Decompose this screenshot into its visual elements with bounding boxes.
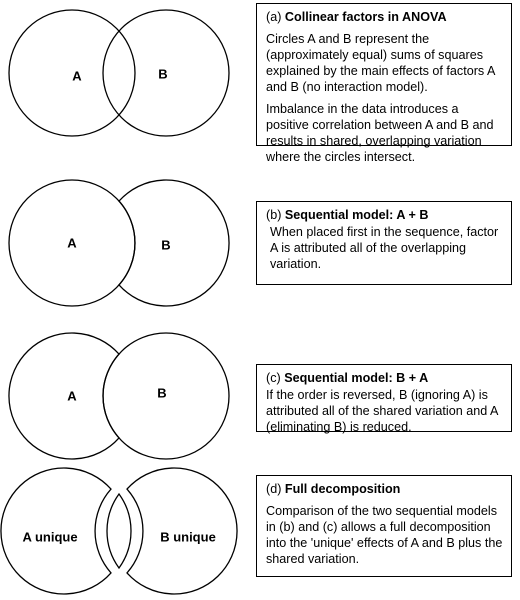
panel-a-label-a: A <box>72 68 82 83</box>
panel-a-circle-a <box>8 9 136 137</box>
panel-d-title: Full decomposition <box>284 482 401 496</box>
panel-c-heading: (c) Sequential model: B + A <box>266 370 503 386</box>
panel-b-label-a: A <box>67 235 77 250</box>
panel-a-paragraph-2: Imbalance in the data introduces a posit… <box>266 102 494 164</box>
panel-b-description: (b) Sequential model: A + B When placed … <box>256 201 512 285</box>
panel-d-b-unique-shape <box>126 467 238 595</box>
panel-a-paragraph-1: Circles A and B represent the (approxima… <box>266 32 495 94</box>
panel-d-tag: (d) <box>266 482 282 496</box>
panel-d-heading: (d) Full decomposition <box>266 481 503 497</box>
panel-a-tag: (a) <box>266 10 282 24</box>
panel-c-title: Sequential model: B + A <box>284 371 429 385</box>
panel-a-title: Collinear factors in ANOVA <box>284 10 447 24</box>
panel-d-description: (d) Full decomposition Comparison of the… <box>256 475 512 577</box>
panel-b-paragraph-1: When placed first in the sequence, facto… <box>270 225 499 271</box>
panel-a-label-b: B <box>158 66 167 81</box>
panel-c-description: (c) Sequential model: B + A If the order… <box>256 364 512 434</box>
panel-b-circle-b-remainder <box>118 179 230 307</box>
panel-c-label-a: A <box>67 388 77 403</box>
panel-c-paragraph-1: If the order is reversed, B (ignoring A)… <box>266 388 498 434</box>
panel-d-label-a-unique: A unique <box>22 529 77 544</box>
panel-b-tag: (b) <box>266 208 282 222</box>
panel-c-label-b: B <box>157 385 166 400</box>
panel-b-title: Sequential model: A + B <box>284 208 429 222</box>
panel-c-circle-b <box>102 332 230 460</box>
panel-d-a-unique-shape <box>0 467 112 595</box>
panel-a-circle-b <box>102 9 230 137</box>
panel-a-heading: (a) Collinear factors in ANOVA <box>266 9 503 25</box>
panel-a-description: (a) Collinear factors in ANOVA Circles A… <box>256 3 512 164</box>
panel-b-heading: (b) Sequential model: A + B <box>266 207 503 223</box>
panel-d-paragraph-1: Comparison of the two sequential models … <box>266 504 503 566</box>
panel-b-label-b: B <box>161 237 170 252</box>
panel-c-tag: (c) <box>266 371 281 385</box>
panel-d-shared-lens <box>106 492 132 570</box>
panel-d-label-b-unique: B unique <box>160 529 216 544</box>
